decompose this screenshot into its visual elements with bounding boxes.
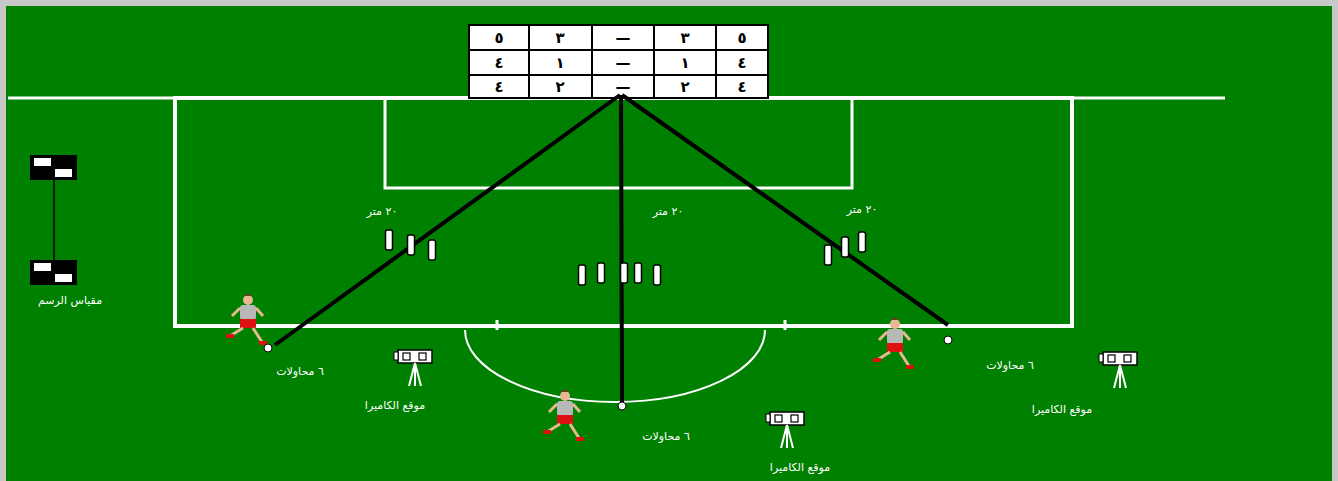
target-score: ٢	[555, 79, 564, 96]
target-score: ١	[680, 55, 689, 72]
target-score: ٤	[494, 79, 503, 96]
target-score: ٤	[494, 55, 503, 72]
target-score: ٥	[737, 30, 746, 47]
attempts-label: ٦ محاولات	[986, 359, 1034, 372]
camera-label: موقع الكاميرا	[1032, 403, 1092, 416]
attempts-label: ٦ محاولات	[276, 365, 324, 378]
attempts-label: ٦ محاولات	[642, 430, 690, 443]
target-score: ٣	[555, 30, 564, 47]
distance-label: ٢٠ متر	[847, 203, 878, 216]
target-score: ٤	[737, 55, 746, 72]
target-score: ٥	[494, 30, 503, 47]
target-score: —	[616, 30, 631, 47]
camera-label: موقع الكاميرا	[365, 399, 425, 412]
camera-label: موقع الكاميرا	[770, 461, 830, 474]
target-score: ٤	[737, 79, 746, 96]
target-score: ٣	[680, 30, 689, 47]
target-score: ٢	[680, 79, 689, 96]
target-score: —	[616, 79, 631, 96]
distance-label: ٢٠ متر	[367, 205, 398, 218]
target-score: ١	[555, 55, 564, 72]
distance-label: ٢٠ متر	[653, 205, 684, 218]
target-score: —	[616, 55, 631, 72]
scale-label: مقياس الرسم	[38, 294, 102, 307]
